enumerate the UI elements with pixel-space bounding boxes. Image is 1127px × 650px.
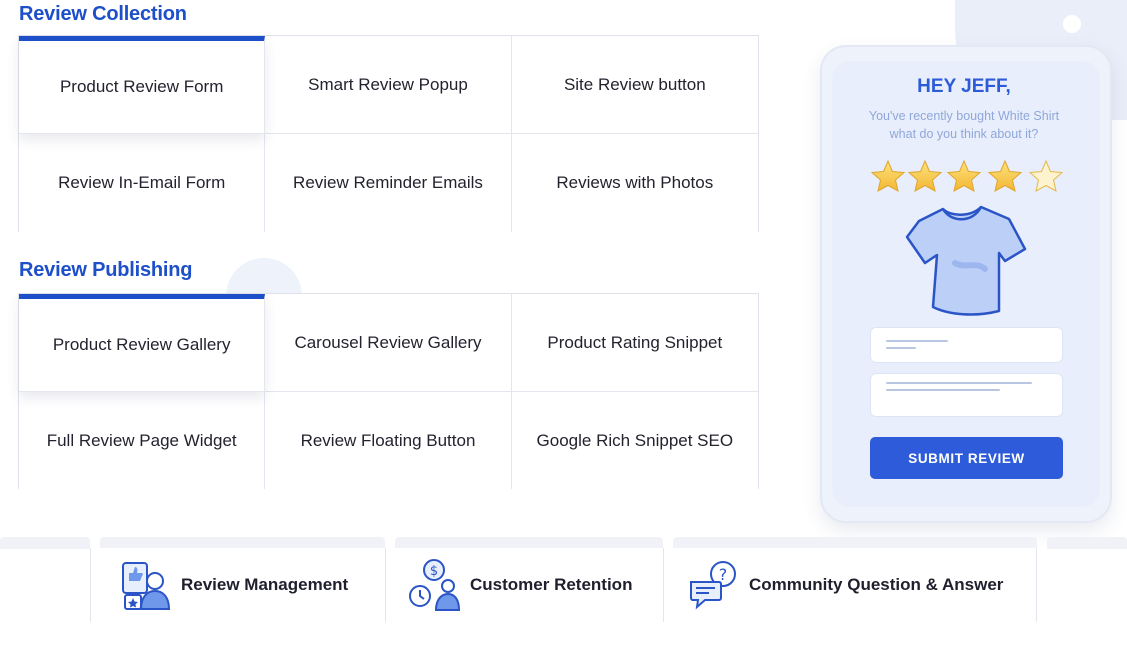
star-icon (946, 159, 982, 192)
tab-carousel-review-gallery[interactable]: Carousel Review Gallery (265, 294, 512, 392)
section-title-review-publishing: Review Publishing (19, 259, 193, 281)
placeholder-line (886, 382, 1032, 384)
star-icon (1028, 159, 1064, 192)
section-title-review-collection: Review Collection (19, 3, 187, 25)
feature-tab-shadow (1047, 537, 1127, 549)
feature-label: Customer Retention (470, 575, 633, 594)
decorative-dot (1063, 15, 1081, 33)
customer-retention-icon: $ (409, 559, 460, 611)
review-body-field[interactable] (870, 373, 1063, 417)
tab-review-reminder-emails[interactable]: Review Reminder Emails (265, 134, 512, 232)
feature-tab-shadow (395, 537, 663, 549)
feature-tab-shadow (673, 537, 1037, 549)
tab-reviews-with-photos[interactable]: Reviews with Photos (511, 134, 758, 232)
tab-site-review-button[interactable]: Site Review button (511, 36, 758, 134)
review-management-icon (122, 562, 171, 610)
review-prompt: You've recently bought White Shirt what … (830, 107, 1098, 143)
svg-text:$: $ (430, 564, 438, 579)
submit-review-button[interactable]: SUBMIT REVIEW (870, 437, 1063, 479)
greeting-heading: HEY JEFF, (917, 76, 1011, 97)
placeholder-line (886, 389, 1000, 391)
shirt-icon (905, 205, 1027, 316)
tab-review-in-email-form[interactable]: Review In-Email Form (19, 134, 266, 232)
star-icon (870, 159, 906, 192)
review-title-field[interactable] (870, 327, 1063, 363)
community-qa-icon: ? (690, 561, 736, 610)
star-icon (987, 159, 1023, 192)
tab-smart-review-popup[interactable]: Smart Review Popup (265, 36, 512, 134)
feature-label: Community Question & Answer (749, 575, 1004, 594)
feature-community-qa[interactable]: ? Community Question & Answer (663, 548, 1037, 622)
tab-product-review-form[interactable]: Product Review Form (19, 36, 266, 134)
tab-review-floating-button[interactable]: Review Floating Button (265, 392, 512, 489)
star-icon (907, 159, 943, 192)
svg-text:?: ? (719, 565, 728, 584)
placeholder-line (886, 347, 916, 349)
review-collection-grid: Product Review Form Smart Review Popup S… (18, 35, 759, 232)
tab-full-review-page-widget[interactable]: Full Review Page Widget (19, 392, 266, 489)
feature-tab-shadow (0, 537, 90, 549)
review-prompt-line1: You've recently bought White Shirt (868, 109, 1060, 123)
placeholder-line (886, 340, 948, 342)
tab-google-rich-snippet-seo[interactable]: Google Rich Snippet SEO (511, 392, 758, 489)
star-rating[interactable] (870, 158, 1070, 198)
review-request-text: HEY JEFF, You've recently bought White S… (830, 0, 1098, 160)
feature-tab-shadow (100, 537, 385, 549)
review-publishing-grid: Product Review Gallery Carousel Review G… (18, 293, 759, 489)
tab-product-rating-snippet[interactable]: Product Rating Snippet (511, 294, 758, 392)
feature-label: Review Management (181, 575, 349, 594)
tab-product-review-gallery[interactable]: Product Review Gallery (19, 294, 266, 392)
feature-customer-retention[interactable]: $ Customer Retention (385, 548, 663, 622)
feature-review-management[interactable]: Review Management (90, 548, 385, 622)
review-prompt-line2: what do you think about it? (889, 127, 1039, 141)
